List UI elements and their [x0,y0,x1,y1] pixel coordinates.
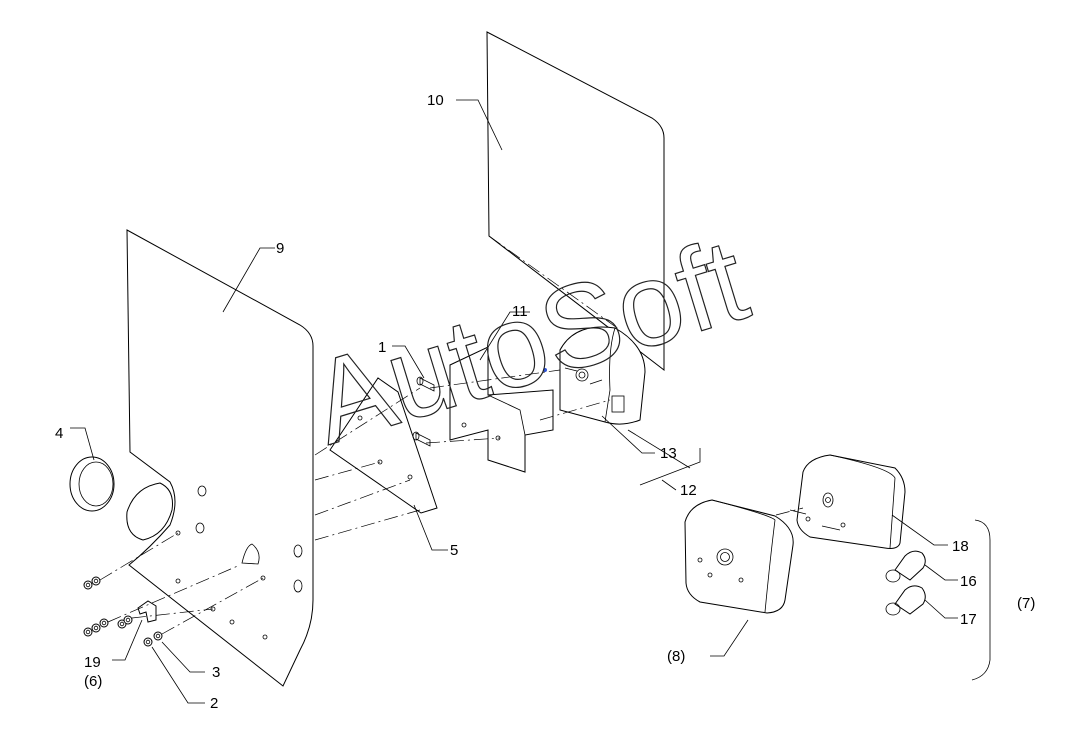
label-5: 5 [450,542,458,559]
part-16-bulb [885,550,926,583]
label-3: 3 [212,664,220,681]
blue-marker-dot [543,368,547,372]
leader-lines [70,99,991,704]
part-5-bracket [329,377,438,514]
label-7: (7) [1017,595,1035,612]
label-11: 11 [512,303,528,320]
label-1: 1 [378,339,386,356]
label-2: 2 [210,695,218,712]
assembly-centerlines [99,235,804,635]
part-9-plate [126,229,314,687]
part-4-cap [69,456,115,512]
part-19-clip [137,600,157,623]
label-19: 19 [84,654,101,671]
part-17-bulb [885,585,926,616]
label-8: (8) [667,648,685,665]
label-13: 13 [660,445,677,462]
label-10: 10 [427,92,444,109]
label-6: (6) [84,673,102,690]
part-8-lens-cover [684,499,794,614]
plate-cap-seat [126,482,173,541]
label-9: 9 [276,240,284,257]
part-18-light-unit [796,454,906,549]
label-17: 17 [960,611,977,628]
part-10-panel [486,31,665,372]
label-12: 12 [680,482,697,499]
label-4: 4 [55,425,63,442]
hardware-washers-nuts [83,576,163,647]
light-unit-pins [789,509,841,531]
part-13-housing [559,326,646,425]
part-1-bolts [412,376,435,447]
label-16: 16 [960,573,977,590]
callout-labels: 1 2 3 4 5 (6) (7) (8) 9 10 11 12 13 16 1… [55,92,1035,712]
label-18: 18 [952,538,969,555]
